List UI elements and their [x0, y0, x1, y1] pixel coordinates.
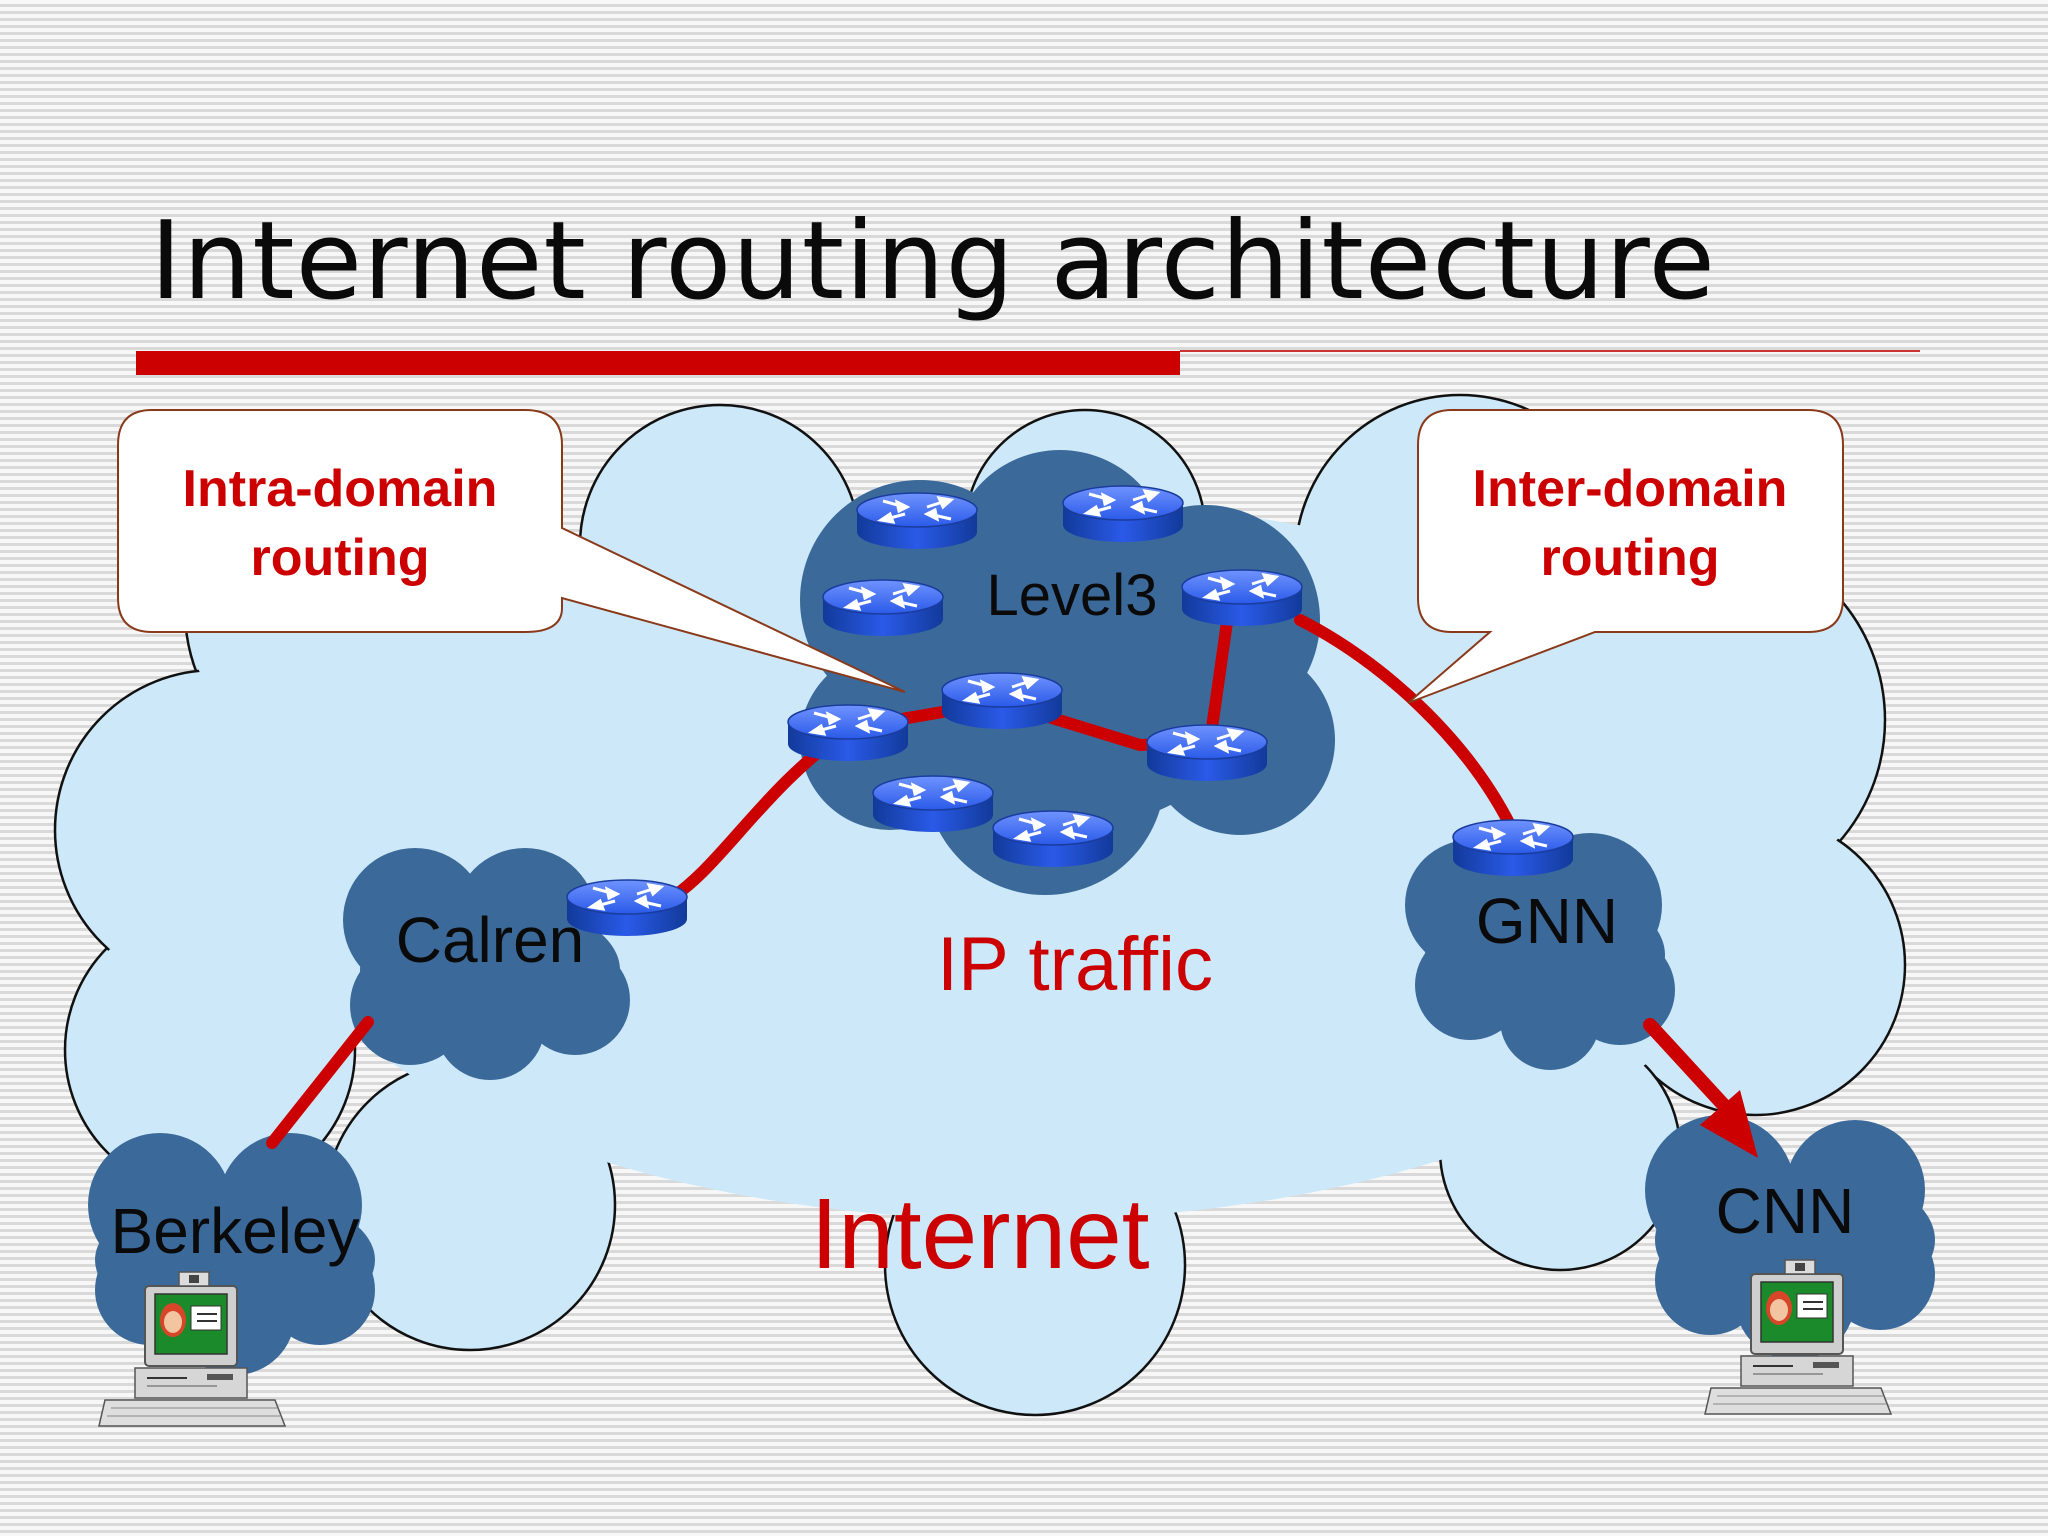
intra-domain-label-line2: routing	[250, 529, 429, 587]
level3-label: Level3	[987, 563, 1158, 628]
intra-domain-callout: Intra-domain routing	[117, 409, 906, 693]
router-icon	[1451, 818, 1575, 878]
router-icon	[871, 774, 995, 834]
inter-domain-label-line2: routing	[1540, 529, 1719, 587]
router-icon	[786, 703, 910, 763]
inter-domain-callout: Inter-domain routing	[1407, 409, 1844, 704]
router-icon	[991, 809, 1115, 869]
router-icon	[565, 878, 689, 938]
router-icon	[1061, 484, 1185, 544]
router-icon	[1180, 568, 1304, 628]
gnn-label: GNN	[1476, 885, 1618, 957]
ip-traffic-label: IP traffic	[937, 922, 1213, 1007]
cnn-label: CNN	[1716, 1175, 1855, 1247]
router-icon	[1145, 723, 1269, 783]
slide-title: Internet routing architecture	[150, 199, 1716, 324]
router-icon	[855, 491, 979, 551]
inter-domain-label-line1: Inter-domain	[1473, 460, 1788, 518]
intra-domain-label-line1: Intra-domain	[183, 460, 498, 518]
calren-label: Calren	[396, 904, 585, 976]
title-underline-thin	[1180, 350, 1920, 352]
calren-cloud	[343, 848, 630, 1080]
internet-label: Internet	[810, 1178, 1149, 1290]
berkeley-label: Berkeley	[111, 1195, 360, 1267]
title-underline-thick	[136, 351, 1180, 375]
router-icon	[940, 671, 1064, 731]
router-icon	[821, 578, 945, 638]
